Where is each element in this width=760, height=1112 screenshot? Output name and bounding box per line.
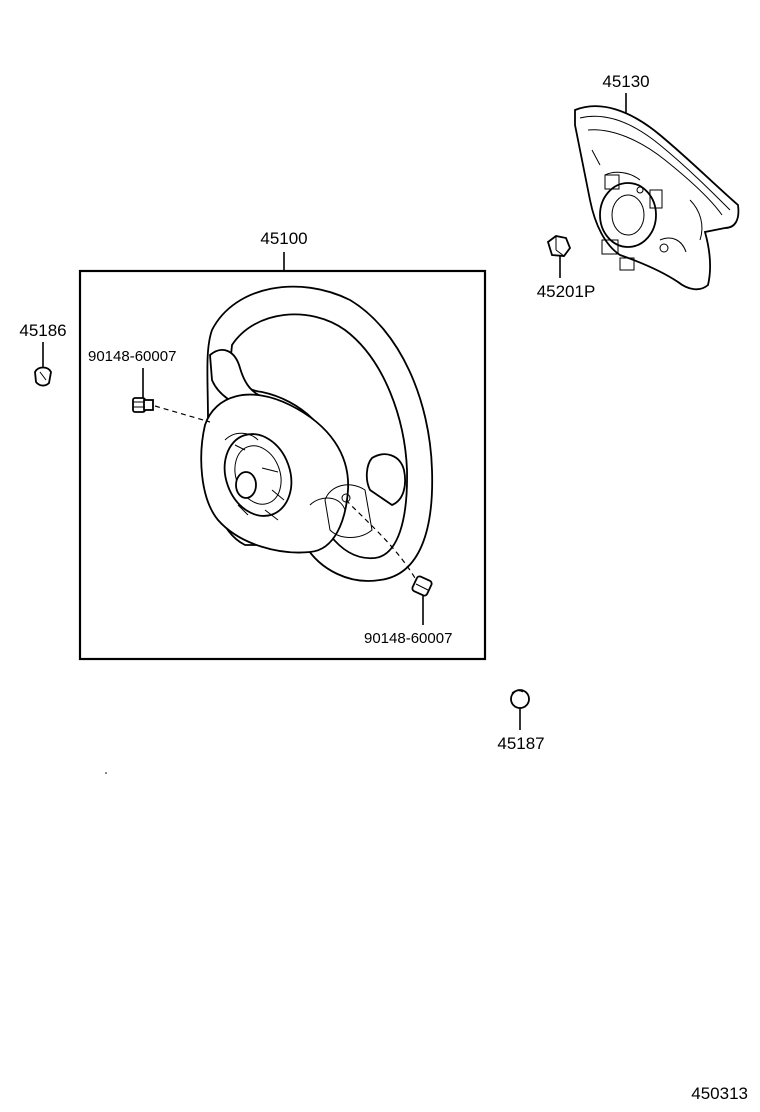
label-airbag-nut[interactable]: 45201P [537,282,596,301]
label-bolt-upper[interactable]: 90148-60007 [88,348,176,365]
steering-wheel-illustration[interactable] [200,285,434,582]
assembly-frame [78,269,487,661]
airbag-pad-illustration[interactable] [574,105,740,291]
cap-right-illustration[interactable] [510,689,530,709]
label-cap-left[interactable]: 45186 [19,321,66,340]
bolt-lower-illustration[interactable] [411,575,433,597]
diagram-code: 450313 [691,1084,748,1103]
bolt-upper-illustration[interactable] [132,397,154,413]
airbag-nut-illustration[interactable] [546,235,572,257]
cap-left-illustration[interactable] [34,366,52,387]
speck [105,772,107,774]
label-steering-wheel[interactable]: 45100 [260,229,307,248]
label-bolt-lower[interactable]: 90148-60007 [364,630,452,647]
dashed-link-bolt-lower [345,499,416,579]
label-airbag-pad[interactable]: 45130 [602,72,649,91]
dashed-link-bolt-upper [154,405,211,423]
label-cap-right[interactable]: 45187 [497,734,544,753]
